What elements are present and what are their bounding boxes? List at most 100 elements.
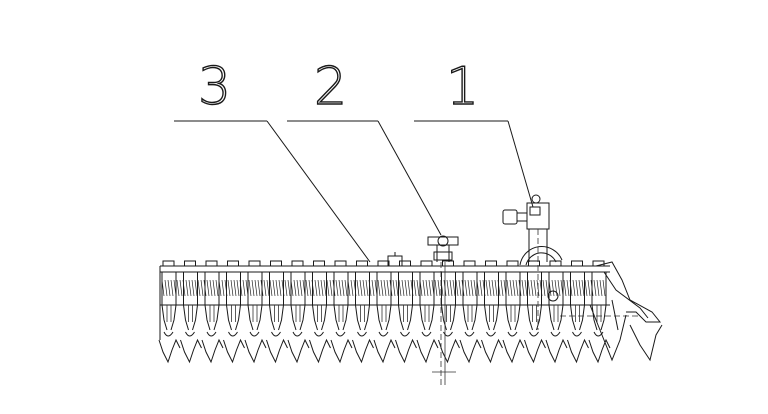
end-fingers	[589, 261, 663, 362]
hatch-line	[191, 279, 195, 297]
hatch-line	[599, 279, 603, 297]
hatch-line	[368, 279, 372, 297]
hatch-line	[170, 279, 174, 297]
hatch-line	[275, 279, 279, 297]
strip-unit	[395, 260, 417, 364]
hatch-line	[212, 279, 216, 297]
hatch-line	[290, 279, 294, 297]
hatch-line	[215, 279, 219, 297]
hatch-line	[527, 279, 531, 297]
hatch-line	[524, 279, 528, 297]
hatch-line	[554, 279, 558, 297]
hatch-line	[173, 279, 177, 297]
hatch-line	[320, 279, 324, 297]
hatch-line	[560, 279, 564, 297]
hatch-line	[395, 279, 399, 297]
hatch-band	[161, 279, 606, 297]
hatch-line	[266, 279, 270, 297]
hatch-line	[347, 279, 351, 297]
hatch-line	[482, 279, 486, 297]
strip-unit	[158, 260, 181, 364]
hatch-line	[317, 279, 321, 297]
hatch-line	[416, 279, 420, 297]
hatch-line	[299, 279, 303, 297]
hatch-line	[179, 279, 183, 297]
strip-unit	[330, 260, 353, 364]
hatch-line	[284, 279, 288, 297]
hatch-line	[161, 279, 165, 297]
hatch-line	[533, 279, 537, 297]
hatch-line	[497, 279, 501, 297]
hatch-line	[575, 279, 579, 297]
hatch-line	[251, 279, 255, 297]
hatch-line	[239, 279, 243, 297]
hatch-line	[455, 279, 459, 297]
hatch-line	[380, 279, 384, 297]
hatch-line	[494, 279, 498, 297]
callout-label-2: 2	[314, 57, 347, 117]
upright-pin-part	[427, 235, 459, 385]
strip-unit	[524, 260, 546, 364]
hatch-line	[323, 279, 327, 297]
hatch-line	[602, 279, 606, 297]
hatch-line	[326, 279, 330, 297]
hatch-line	[584, 279, 588, 297]
hatch-line	[341, 279, 345, 297]
hatch-line	[572, 279, 576, 297]
hatch-line	[269, 279, 273, 297]
hatch-line	[485, 279, 489, 297]
hatch-line	[587, 279, 591, 297]
strip-unit	[459, 260, 482, 364]
hatch-line	[434, 279, 438, 297]
strip-body	[159, 265, 610, 340]
clamp-knob-part	[502, 194, 640, 330]
hatch-line	[530, 279, 534, 297]
hatch-line	[350, 279, 354, 297]
hatch-line	[578, 279, 582, 297]
strip-unit	[352, 260, 374, 364]
strip-unit	[180, 260, 202, 364]
hatch-line	[557, 279, 561, 297]
hatch-line	[401, 279, 405, 297]
hatch-line	[281, 279, 285, 297]
strip-unit	[244, 260, 267, 364]
hatch-line	[470, 279, 474, 297]
small-stud	[387, 252, 403, 267]
hatch-line	[233, 279, 237, 297]
hatch-line	[338, 279, 342, 297]
hatch-line	[596, 279, 600, 297]
hatch-line	[500, 279, 504, 297]
hatch-line	[509, 279, 513, 297]
hatch-line	[581, 279, 585, 297]
hatch-line	[374, 279, 378, 297]
hatch-line	[224, 279, 228, 297]
hatch-line	[404, 279, 408, 297]
strip-unit	[416, 260, 439, 364]
hatch-line	[167, 279, 171, 297]
hatch-line	[332, 279, 336, 297]
hatch-line	[371, 279, 375, 297]
hatch-line	[344, 279, 348, 297]
hatch-line	[563, 279, 567, 297]
hatch-line	[353, 279, 357, 297]
hatch-line	[428, 279, 432, 297]
leader-line-2	[287, 120, 442, 236]
hatch-line	[476, 279, 480, 297]
hatch-line	[503, 279, 507, 297]
hatch-line	[230, 279, 234, 297]
hatch-line	[437, 279, 441, 297]
hatch-line	[263, 279, 267, 297]
hatch-line	[308, 279, 312, 297]
hatch-line	[194, 279, 198, 297]
leader-line-1	[414, 120, 534, 208]
hatch-line	[200, 279, 204, 297]
hatch-line	[377, 279, 381, 297]
hatch-line	[542, 279, 546, 297]
leader-line-3	[174, 120, 371, 263]
hatch-line	[473, 279, 477, 297]
strip-unit	[201, 260, 224, 364]
hatch-line	[488, 279, 492, 297]
hatch-line	[227, 279, 231, 297]
hatch-line	[287, 279, 291, 297]
